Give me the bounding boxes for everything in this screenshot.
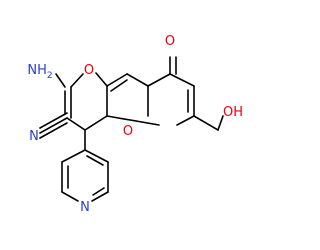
bond: [193, 115, 219, 131]
bond: [217, 115, 224, 131]
pyridine-nitrogen: N: [80, 200, 90, 215]
bond: [91, 191, 109, 202]
hydroxyl-label: OH: [223, 105, 243, 120]
bond: [176, 115, 195, 126]
bond: [126, 73, 149, 87]
bond: [39, 117, 68, 134]
bond: [70, 73, 84, 88]
bond: [92, 187, 105, 196]
amino-h: H: [37, 63, 47, 78]
bond: [39, 112, 68, 129]
bond: [55, 73, 66, 88]
bond: [86, 155, 104, 166]
oxygen-ring-lower: O: [123, 124, 133, 139]
oxygen-ring-upper: O: [84, 63, 94, 78]
oxygen-ketone: O: [165, 34, 175, 49]
nitrile-nitrogen: N: [29, 129, 39, 144]
amino-label: NH2: [27, 63, 52, 81]
bond: [95, 72, 108, 87]
bond: [66, 117, 86, 131]
bond: [61, 191, 79, 202]
bond: [106, 73, 128, 87]
bond: [61, 149, 86, 163]
bond: [84, 115, 108, 131]
bond: [169, 73, 195, 87]
amino-subscript: 2: [47, 71, 53, 81]
bond: [106, 115, 160, 126]
bond: [110, 79, 128, 92]
bond: [39, 122, 68, 139]
chemical-structure-diagram: O O O OH NH2 N N: [27, 34, 243, 215]
bond: [84, 149, 109, 163]
bond: [147, 73, 171, 87]
amino-n: N: [27, 63, 37, 78]
